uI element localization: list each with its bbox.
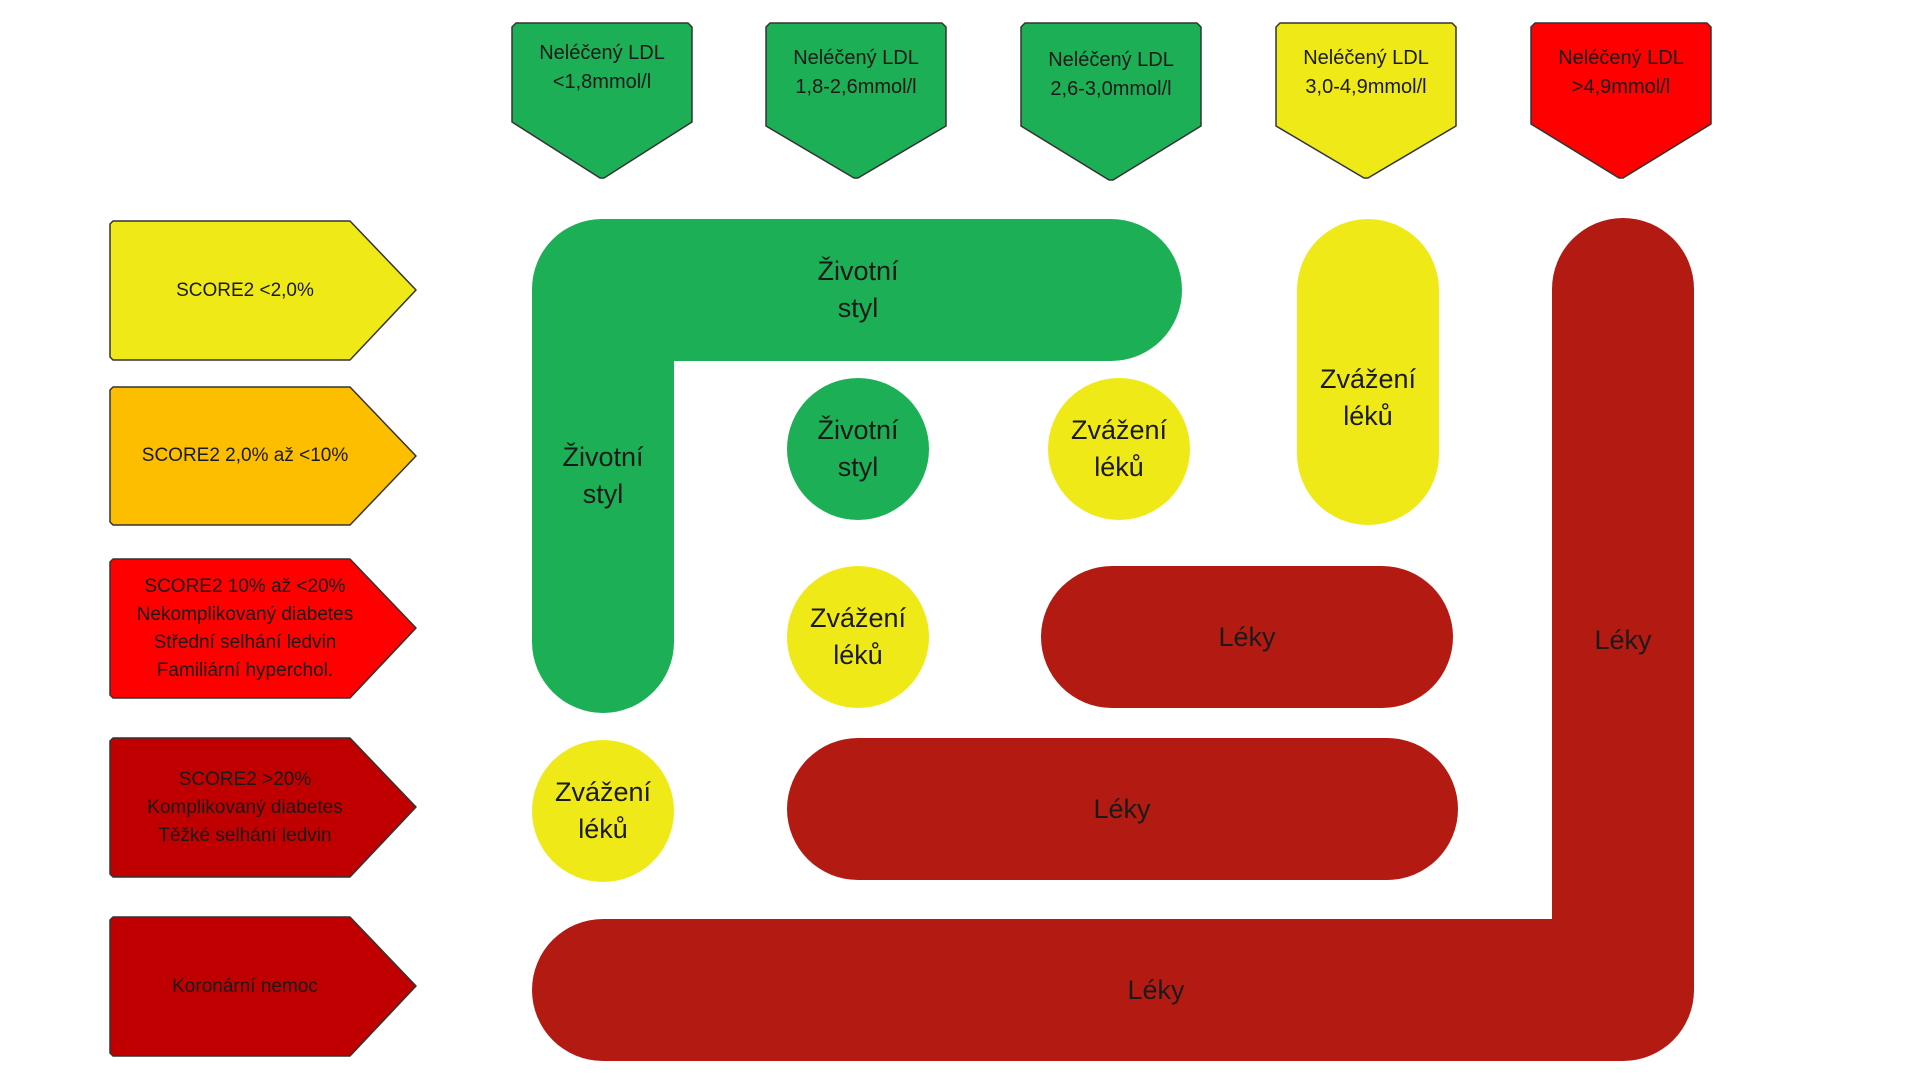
meds-pill-r4	[787, 738, 1458, 880]
meds-column-c5-label: Léky	[1594, 624, 1652, 655]
consider-circle-r3c2-label: Zvážení léků	[809, 603, 907, 670]
consider-circle-r2c3-label: Zvážení léků	[1070, 415, 1168, 482]
row-header-label-3: SCORE2 10% až <20% Nekomplikovaný diabet…	[136, 575, 354, 681]
col-header-shape-5	[1530, 22, 1712, 179]
consider-pill-c4	[1297, 219, 1439, 525]
consider-circle-r2c3	[1048, 378, 1190, 520]
row-header-shape-2	[109, 386, 417, 526]
row-header-shape-5	[109, 916, 417, 1057]
row-header-label-1: SCORE2 <2,0%	[176, 279, 314, 301]
row-header-label-2: SCORE2 2,0% až <10%	[141, 445, 349, 466]
meds-l-shape	[532, 218, 1694, 1061]
col-header-label-5: Neléčený LDL >4,9mmol/l	[1558, 47, 1684, 98]
lifestyle-circle-label: Životní styl	[817, 415, 899, 482]
lifestyle-bar-label: Životní styl	[817, 256, 899, 323]
col-header-label-3: Neléčený LDL 2,6-3,0mmol/l	[1048, 49, 1174, 100]
consider-circle-r4c1	[532, 740, 674, 882]
meds-pill-r3	[1041, 566, 1453, 708]
consider-circle-r3c2	[787, 566, 929, 708]
lifestyle-column-label: Životní styl	[562, 442, 644, 509]
row-header-shape-3	[109, 558, 417, 699]
col-header-label-2: Neléčený LDL 1,8-2,6mmol/l	[793, 47, 919, 98]
meds-pill-r3-label: Léky	[1218, 621, 1276, 652]
consider-circle-r4c1-label: Zvážení léků	[554, 777, 652, 844]
row-header-shape-1	[109, 220, 417, 361]
row-header-label-4: SCORE2 >20% Komplikovaný diabetes Těžké …	[147, 768, 343, 846]
col-header-shape-2	[765, 22, 947, 179]
meds-bottom-label: Léky	[1127, 974, 1185, 1005]
row-header-label-5: Koronární nemoc	[172, 975, 318, 997]
meds-pill-r4-label: Léky	[1093, 793, 1151, 824]
col-header-shape-4	[1275, 22, 1457, 179]
consider-pill-c4-label: Zvážení léků	[1319, 364, 1417, 431]
col-header-shape-3	[1020, 22, 1202, 181]
lifestyle-l-shape	[532, 219, 1182, 713]
col-header-label-4: Neléčený LDL 3,0-4,9mmol/l	[1303, 47, 1429, 98]
col-header-shape-1	[511, 22, 693, 179]
row-header-shape-4	[109, 737, 417, 878]
col-header-label-1: Neléčený LDL <1,8mmol/l	[539, 42, 665, 93]
lifestyle-circle	[787, 378, 929, 520]
